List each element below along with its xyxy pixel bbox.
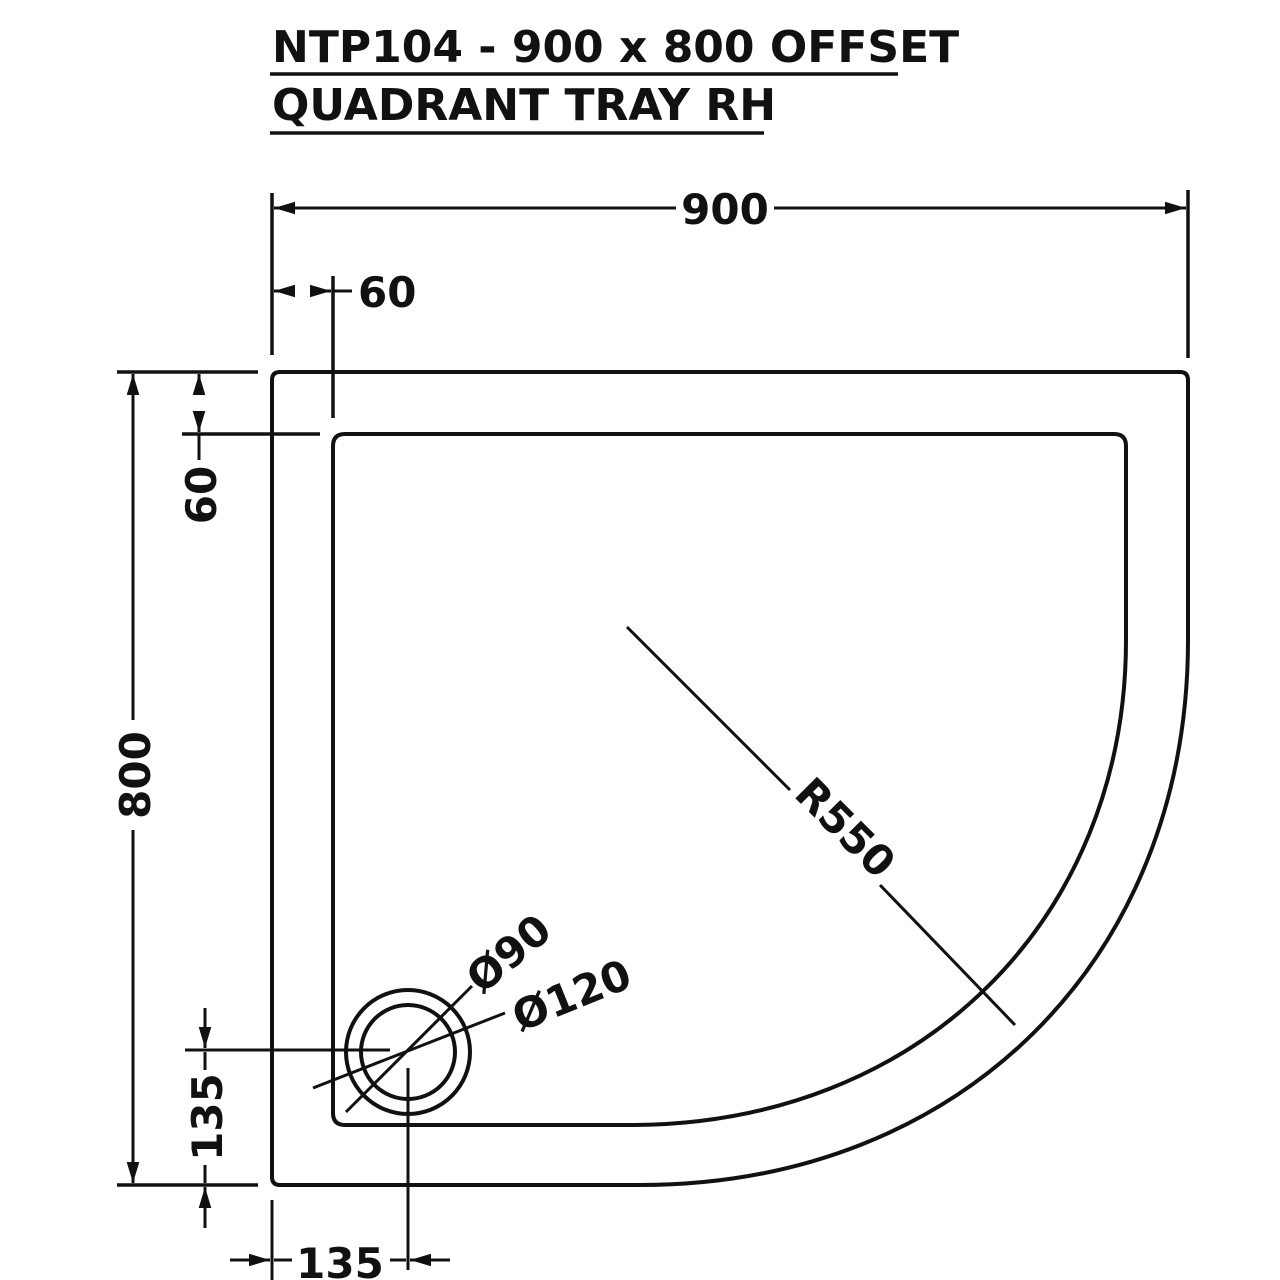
dim-overall-depth: 800 <box>111 370 258 1187</box>
label-900: 900 <box>681 185 769 234</box>
label-135-vertical: 135 <box>183 1073 232 1161</box>
label-135-horizontal: 135 <box>296 1239 384 1280</box>
title-line-1: NTP104 - 900 x 800 OFFSET <box>272 22 959 73</box>
label-60-top: 60 <box>177 466 226 524</box>
dim-waste-horizontal: 135 <box>230 1200 450 1280</box>
label-60-side: 60 <box>358 268 416 317</box>
label-800: 800 <box>111 731 160 819</box>
title-line-2: QUADRANT TRAY RH <box>272 80 776 131</box>
label-r550: R550 <box>785 768 905 888</box>
dim-overall-width: 900 <box>270 185 1190 358</box>
dim-rim-top: 60 <box>177 374 320 524</box>
tray-inner-outline <box>331 432 1128 1127</box>
tray-outer-outline <box>270 370 1190 1187</box>
drawing-title: NTP104 - 900 x 800 OFFSET QUADRANT TRAY … <box>270 22 959 135</box>
dim-waste-vertical: 135 <box>183 1008 258 1228</box>
waste-outlet <box>185 984 506 1270</box>
dia120-leader <box>312 1011 506 1090</box>
dim-rim-side: 60 <box>274 268 416 418</box>
dim-radius: R550 <box>625 625 1017 1027</box>
